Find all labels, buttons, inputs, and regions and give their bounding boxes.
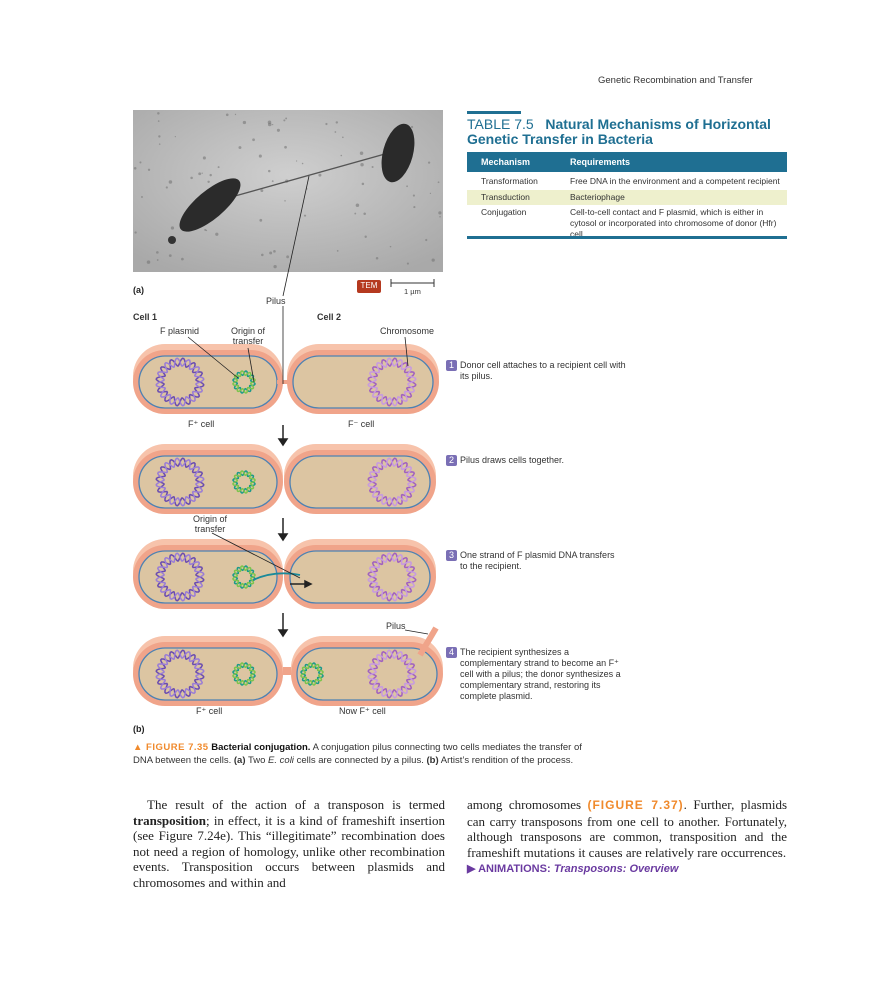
body-text: ; in effect, it is a kind of frameshift … [133, 812, 445, 890]
caption-part-b: (b) [426, 754, 439, 766]
bacterium-recipient [381, 123, 415, 183]
recipient-chromosome-icon [367, 357, 417, 407]
caption-text: cells are connected by a pilus. [296, 754, 424, 766]
caption-text: A conjugation pilus connecting two cells… [133, 742, 582, 766]
step-text: Pilus draws cells together. [460, 455, 565, 465]
f-minus-cell-label: F⁻ cell [348, 419, 375, 429]
cell-mechanism: Transduction [467, 190, 556, 205]
recipient-chromosome-icon [367, 649, 417, 699]
cell-requirements: Cell-to-cell contact and F plasmid, whic… [570, 207, 777, 239]
donor-chromosome-icon [155, 649, 205, 699]
recipient-cell [284, 444, 436, 514]
donor-chromosome-icon [155, 457, 205, 507]
scale-bar [390, 279, 435, 287]
step-text: Donor cell attaches to a recipient cell … [460, 360, 626, 381]
donor-cell [133, 344, 283, 414]
caption-italic: E. coli [268, 754, 294, 766]
step-text: The recipient synthesizes a complementar… [460, 647, 621, 701]
caption-text: Artist’s rendition of the process. [440, 754, 574, 766]
new-f-plasmid-icon [300, 662, 324, 686]
caption-part-a: (a) [233, 754, 246, 766]
recipient-cell [284, 539, 436, 609]
f-plus-cell-label-2: F⁺ cell [196, 706, 223, 716]
donor-chromosome-icon [155, 552, 205, 602]
column-header-mechanism: Mechanism [467, 152, 556, 172]
cell-requirements: Bacteriophage [556, 190, 787, 205]
f-plasmid-icon [232, 470, 256, 494]
body-text: . Further, plasmids can carry transposon… [467, 797, 788, 860]
recipient-chromosome-icon [367, 552, 417, 602]
f-plasmid-icon [232, 370, 256, 394]
animation-link[interactable]: Transposons: Overview [553, 863, 679, 875]
table-row: Transformation Free DNA in the environme… [467, 172, 787, 190]
pilus-label: Pilus [266, 296, 286, 306]
origin-of-transfer-label-2: Origin of transfer [192, 514, 227, 534]
caption-text: Two [247, 754, 266, 766]
cell-mechanism: Conjugation [481, 207, 527, 217]
transferring-strand [252, 572, 301, 581]
figure-number: ▲ FIGURE 7.35 [133, 742, 209, 753]
figure-reference-link[interactable]: (FIGURE 7.37) [587, 798, 684, 812]
body-text: among chromosomes [467, 797, 588, 812]
running-head: Genetic Recombination and Transfer [598, 75, 753, 86]
donor-cell [133, 636, 283, 706]
tem-micrograph [133, 110, 443, 272]
table-number: TABLE 7.5 [467, 116, 534, 132]
pilus-stub [283, 667, 291, 675]
table-title: TABLE 7.5 Natural Mechanisms of Horizont… [467, 117, 797, 147]
now-f-plus-cell-label: Now F⁺ cell [339, 706, 386, 716]
f-plasmid-icon [232, 662, 256, 686]
donor-cell [133, 539, 283, 609]
table: Mechanism Requirements Transformation Fr… [467, 152, 787, 242]
step-text: One strand of F plasmid DNA transfers to… [460, 550, 615, 571]
scale-bar-label: 1 µm [404, 287, 421, 296]
bacterium-donor [179, 178, 241, 232]
recipient-chromosome-icon [367, 457, 417, 507]
recipient-cell [291, 636, 443, 706]
table-row: Transduction Bacteriophage [467, 190, 787, 205]
table-bottom-rule [467, 236, 787, 239]
part-a-label: (a) [133, 285, 144, 295]
f-plus-cell-label: F⁺ cell [188, 419, 215, 429]
figure-caption: ▲ FIGURE 7.35 Bacterial conjugation. A c… [133, 742, 588, 767]
donor-chromosome-icon [155, 357, 205, 407]
body-text: The result of the action of a transposon… [147, 797, 445, 812]
f-plasmid-icon [232, 565, 256, 589]
cell2-label: Cell 2 [317, 312, 342, 322]
animations-label: ▶ ANIMATIONS: [467, 863, 551, 875]
donor-cell [133, 444, 283, 514]
tem-badge-label: TEM [360, 281, 378, 290]
column-header-requirements: Requirements [556, 152, 787, 172]
table-top-rule [467, 111, 521, 114]
table-title-text: Natural Mechanisms of Horizontal Genetic… [467, 116, 771, 147]
table-row: Conjugation Cell-to-cell contact and F p… [467, 205, 787, 242]
cell1-label: Cell 1 [133, 312, 158, 322]
body-term: transposition [133, 812, 206, 828]
step-number: 1 [446, 360, 457, 371]
body-column-right: among chromosomes (FIGURE 7.37). Further… [467, 797, 787, 878]
step-number: 4 [446, 647, 457, 658]
cell-requirements: Free DNA in the environment and a compet… [570, 176, 780, 186]
pilus-micrograph [234, 151, 393, 197]
pilus-label-2: Pilus [386, 621, 406, 631]
body-column-left: The result of the action of a transposon… [133, 797, 445, 890]
step-number: 2 [446, 455, 457, 466]
f-plasmid-label: F plasmid [160, 326, 200, 336]
cell-mechanism: Transformation [481, 176, 538, 186]
chromosome-label: Chromosome [380, 326, 435, 336]
step-number: 3 [446, 550, 457, 561]
new-pilus [417, 626, 439, 657]
origin-of-transfer-label: Origin of transfer [230, 326, 265, 346]
figure-title: Bacterial conjugation. [211, 742, 311, 753]
part-b-label: (b) [133, 724, 145, 734]
tem-badge [357, 280, 381, 293]
